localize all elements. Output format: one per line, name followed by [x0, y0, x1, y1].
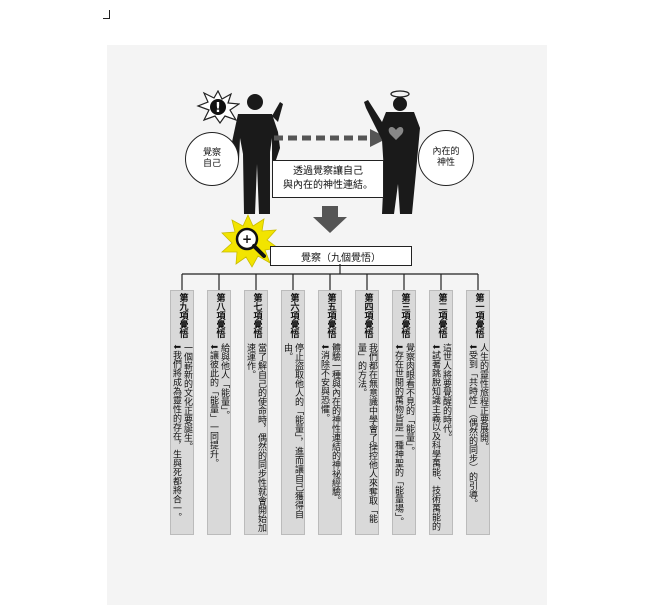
awakening-body: 體驗一種與內在的神性連結的神祕經驗。 ⬇消除不安與恐懼。: [319, 343, 340, 505]
awakening-title: 第二項覺悟: [436, 293, 447, 338]
exclamation-mark: !: [215, 101, 221, 116]
connection-caption: 透過覺察讓自己 與內在的神性連結。: [272, 160, 384, 198]
awakening-body: 覺察肉眼看不見的「能量」。 ⬇存在世間的萬物皆是一種神聖的「能量場」。: [393, 343, 414, 527]
awakening-body: 我們都在無意識中學會了操控他人來奪取「能量」的方法。 ⬇這是所有紛爭的起源。: [356, 343, 377, 523]
crop-mark: [103, 10, 110, 19]
awakening-column: 第九項覺悟一個嶄新的文化正要誕生。 ⬇我們將成為靈性的存在，生與死都將合一。: [170, 290, 194, 535]
awakening-title: 第一項覺悟: [473, 293, 484, 338]
connection-arrow: [274, 129, 388, 147]
awakening-column: 第一項覺悟人生的靈性旅程正要展開。 ⬇受到「共時性」（偶然的同步）的引導。: [466, 290, 490, 535]
awakening-body: 給與他人「能量」。 ⬇讓彼此的「能量」一同提升。: [208, 343, 229, 468]
awakening-body: 人生的靈性旅程正要展開。 ⬇受到「共時性」（偶然的同步）的引導。: [467, 343, 488, 509]
awakening-title: 第七項覺悟: [251, 293, 262, 338]
main-title-bar: 覺察（九個覺悟）: [270, 246, 412, 266]
awakening-body: 這世人將要覺醒的時代。 ⬇試著跳脫知識主義以及科學萬能、技術萬能的既有想法。: [430, 343, 451, 531]
self-figure-icon: [232, 94, 283, 214]
awakening-title: 第三項覺悟: [399, 293, 410, 338]
exclamation-burst-icon: !: [196, 90, 240, 124]
awakening-title: 第八項覺悟: [214, 293, 225, 338]
magnifier-plus: +: [242, 232, 252, 246]
awakening-title: 第四項覺悟: [362, 293, 373, 338]
down-arrow-icon: [313, 206, 347, 233]
self-bubble: 覺察 自己: [185, 132, 239, 186]
awakening-body: 當了解自己的使命時，偶然的同步性就會開始加速運作。 ⬇人生也會乘上宇宙的洪流，豁…: [245, 343, 266, 532]
awakening-body: 停止盜取他人的「能量」，進而讓自己獲得自由。 ⬇與內在的神性連結。: [282, 343, 303, 519]
awakening-title: 第六項覺悟: [288, 293, 299, 338]
divine-figure-icon: [364, 90, 420, 214]
awakening-column: 第八項覺悟給與他人「能量」。 ⬇讓彼此的「能量」一同提升。: [207, 290, 231, 535]
divine-bubble: 內在的 神性: [418, 130, 474, 186]
magnifier-icon: +: [220, 214, 280, 268]
awakening-title: 第五項覺悟: [325, 293, 336, 338]
awakening-column: 第五項覺悟體驗一種與內在的神性連結的神祕經驗。 ⬇消除不安與恐懼。: [318, 290, 342, 535]
awakening-column: 第三項覺悟覺察肉眼看不見的「能量」。 ⬇存在世間的萬物皆是一種神聖的「能量場」。: [392, 290, 416, 535]
awakening-body: 一個嶄新的文化正要誕生。 ⬇我們將成為靈性的存在，生與死都將合一。: [171, 343, 192, 522]
awakening-title: 第九項覺悟: [177, 293, 188, 338]
